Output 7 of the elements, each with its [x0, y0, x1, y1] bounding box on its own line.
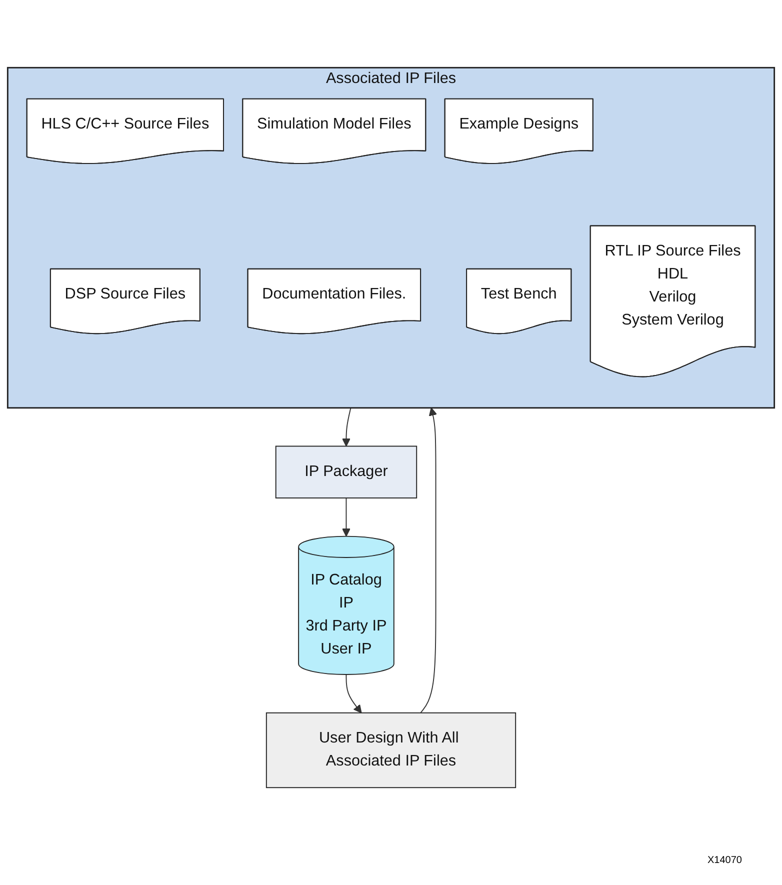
figure-id: X14070	[708, 855, 742, 866]
arrow	[346, 674, 362, 714]
arrow	[342, 407, 352, 446]
node-box: IP Packager	[275, 446, 418, 498]
node-box: User Design With All Associated IP Files	[266, 712, 516, 788]
arrow	[342, 497, 350, 537]
arrow	[420, 407, 438, 714]
